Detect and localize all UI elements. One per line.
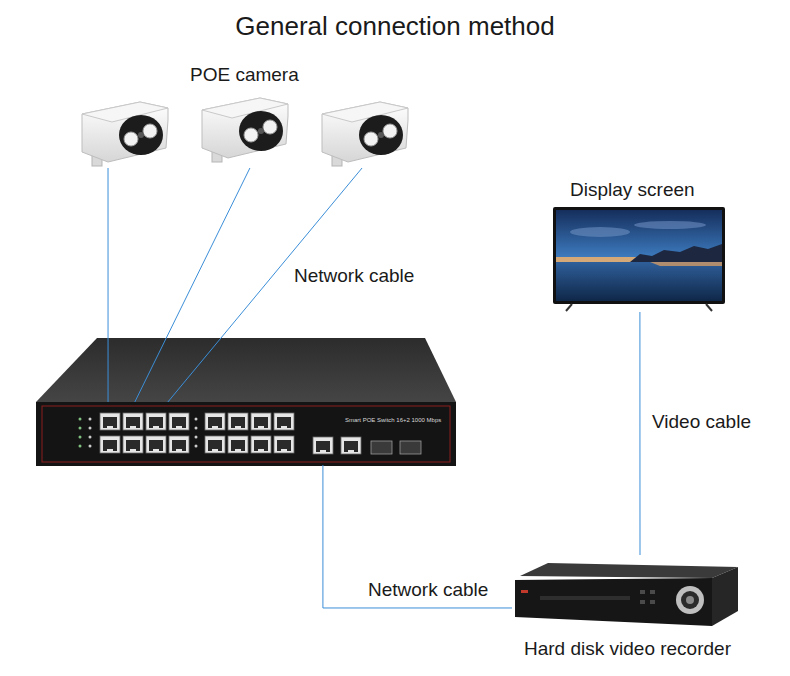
node-caption: POE camera	[190, 64, 299, 86]
poe-camera-icon	[322, 102, 408, 166]
video-recorder-icon	[515, 563, 738, 626]
network-cable-line	[639, 312, 640, 555]
cable-label: Network cable	[292, 265, 416, 287]
poe-camera-icon	[82, 102, 168, 166]
poe-switch: Smart POE Switch 16+2 1000 Mbps	[37, 402, 455, 465]
display-screen: Display screen	[548, 176, 730, 312]
network-cable-line	[323, 465, 512, 608]
video-recorder: Hard disk video recorder	[512, 555, 762, 667]
poe-camera-icon	[202, 98, 288, 162]
network-cable-line	[108, 168, 109, 402]
node-caption: Hard disk video recorder	[524, 638, 731, 660]
cable-label: Network cable	[366, 579, 490, 601]
node-caption: Smart POE Switch 16+2 1000 Mbps	[345, 417, 441, 424]
node-caption: Display screen	[570, 179, 695, 201]
display-screen-icon	[553, 207, 725, 311]
poe-switch-icon	[36, 338, 456, 466]
cable-label: Video cable	[650, 411, 753, 433]
camera-group: POE camera	[75, 60, 420, 168]
diagram-title: General connection method	[0, 12, 790, 42]
network-cable-line	[135, 168, 250, 402]
